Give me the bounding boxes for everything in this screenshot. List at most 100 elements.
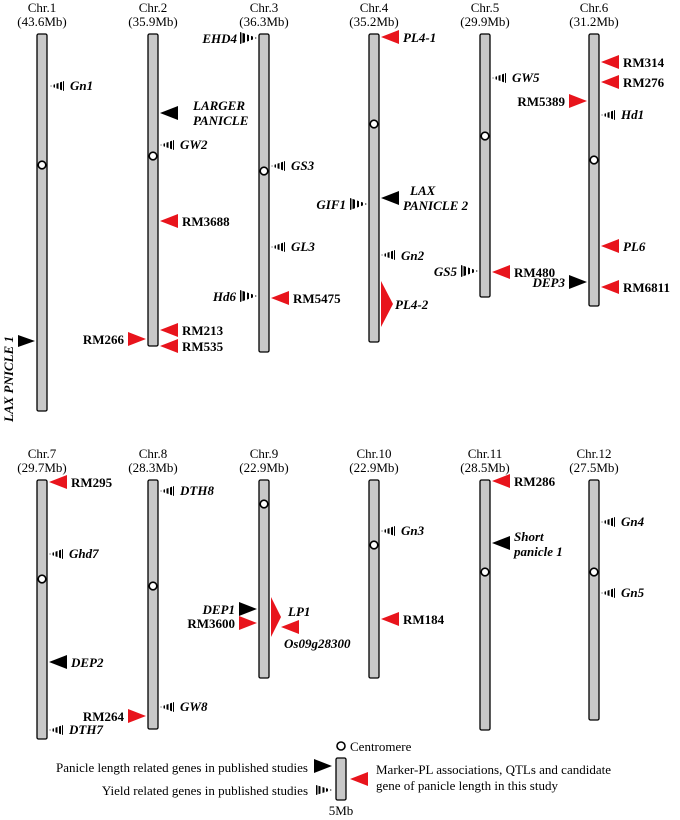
gif1-yield-marker: [350, 198, 367, 210]
chr4-name: Chr.4: [360, 0, 389, 15]
chr8-name: Chr.8: [139, 446, 168, 461]
rm286-label: RM286: [514, 474, 556, 489]
gn1-yield-marker: [50, 81, 64, 91]
gs5-label: GS5: [434, 264, 458, 279]
chr10-size: (22.9Mb): [349, 460, 398, 475]
chr12-bar: [588, 479, 600, 721]
rm6811-marker: [601, 280, 619, 294]
rm266-marker: [128, 332, 146, 346]
hd6-yield-marker: [240, 290, 257, 302]
chr10-bar: [368, 479, 380, 679]
chr12-size: (27.5Mb): [569, 460, 618, 475]
rm6811-label: RM6811: [623, 280, 670, 295]
chr8-bar: [147, 479, 159, 730]
chr11-name: Chr.11: [468, 446, 503, 461]
chr12-centromere: [589, 567, 599, 577]
gl3-yield-marker: [271, 242, 285, 252]
os09g28300-label: Os09g28300: [284, 636, 351, 651]
legend-scale-label: 5Mb: [329, 803, 354, 818]
chr1-bar: [36, 33, 48, 412]
pl4-1-label: PL4-1: [403, 30, 436, 45]
rm264-marker: [128, 709, 146, 723]
legend-panicle-genes-icon: [314, 759, 332, 773]
gn1-label: Gn1: [70, 78, 93, 93]
lax-panicle-2-label-2: PANICLE 2: [403, 198, 469, 213]
chr11-centromere: [480, 567, 490, 577]
chr3-centromere: [259, 166, 269, 176]
larger-panicle-label-2: PANICLE: [193, 113, 249, 128]
rm3688-marker: [160, 214, 178, 228]
lax-panicle-2-marker: [381, 191, 399, 205]
chr1-name: Chr.1: [28, 0, 57, 15]
dep1-marker: [239, 602, 257, 616]
short-panicle-1-marker: [492, 536, 510, 550]
gif1-label: GIF1: [316, 197, 346, 212]
lp1-marker: [271, 597, 281, 637]
chr2-size: (35.9Mb): [128, 14, 177, 29]
hd6-label: Hd6: [212, 289, 237, 304]
chr8-centromere: [148, 581, 158, 591]
chr11-size: (28.5Mb): [460, 460, 509, 475]
short-panicle-1-label-1: Short: [514, 529, 544, 544]
gs3-label: GS3: [291, 158, 315, 173]
rm5475-marker: [271, 291, 289, 305]
lp1-label: LP1: [287, 604, 310, 619]
rm184-label: RM184: [403, 612, 445, 627]
chr2-centromere: [148, 151, 158, 161]
dth7-label: DTH7: [68, 722, 103, 737]
gl3-label: GL3: [291, 239, 315, 254]
rm295-marker: [49, 475, 67, 489]
gn3-label: Gn3: [401, 523, 425, 538]
pl6-marker: [601, 239, 619, 253]
chr7-centromere: [37, 574, 47, 584]
lax-panicle-2-label-1: LAX: [409, 183, 436, 198]
chr9-bar: [258, 479, 270, 679]
hd1-yield-marker: [601, 110, 615, 120]
gw2-yield-marker: [160, 140, 174, 150]
rm535-marker: [160, 339, 178, 353]
legend-yield-genes-label: Yield related genes in published studies: [102, 783, 308, 798]
chr7-bar: [36, 479, 48, 740]
gs3-yield-marker: [271, 161, 285, 171]
rm5389-marker: [569, 94, 587, 108]
rm535-label: RM535: [182, 339, 224, 354]
chr1-centromere: [37, 160, 47, 170]
gn2-yield-marker: [381, 250, 395, 260]
dth8-label: DTH8: [179, 483, 214, 498]
chr4-size: (35.2Mb): [349, 14, 398, 29]
dep1-label: DEP1: [202, 602, 236, 617]
chr9-size: (22.9Mb): [239, 460, 288, 475]
lax-panicle-1-marker: [18, 335, 35, 347]
pl6-label: PL6: [623, 239, 646, 254]
gn4-yield-marker: [601, 517, 615, 527]
rm5475-label: RM5475: [293, 291, 341, 306]
legend-marker-label-1: Marker-PL associations, QTLs and candida…: [376, 762, 611, 777]
rm314-marker: [601, 55, 619, 69]
dth7-yield-marker: [49, 725, 63, 735]
os09g28300-marker: [281, 620, 299, 634]
lax-panicle-1-label: LAX PNICLE 1: [1, 336, 16, 423]
rm184-marker: [381, 612, 399, 626]
chr3-size: (36.3Mb): [239, 14, 288, 29]
chr6-bar: [588, 33, 600, 307]
dep3-marker: [569, 275, 587, 289]
legend-marker-icon: [350, 772, 368, 786]
gw8-yield-marker: [160, 702, 174, 712]
chr2-bar: [147, 33, 159, 347]
gn5-label: Gn5: [621, 585, 645, 600]
pl4-1-marker: [381, 30, 399, 44]
legend-panicle-genes-label: Panicle length related genes in publishe…: [56, 760, 308, 775]
chr1-size: (43.6Mb): [17, 14, 66, 29]
chr10-centromere: [369, 540, 379, 550]
chr5-centromere: [480, 131, 490, 141]
rm276-label: RM276: [623, 75, 665, 90]
pl4-2-label: PL4-2: [395, 297, 429, 312]
gs5-yield-marker: [461, 265, 478, 277]
legend-marker-label-2: gene of panicle length in this study: [376, 778, 558, 793]
chr9-name: Chr.9: [250, 446, 279, 461]
chr5-size: (29.9Mb): [460, 14, 509, 29]
rm3600-label: RM3600: [187, 616, 235, 631]
gw5-label: GW5: [512, 70, 540, 85]
rm314-label: RM314: [623, 55, 665, 70]
rm276-marker: [601, 75, 619, 89]
